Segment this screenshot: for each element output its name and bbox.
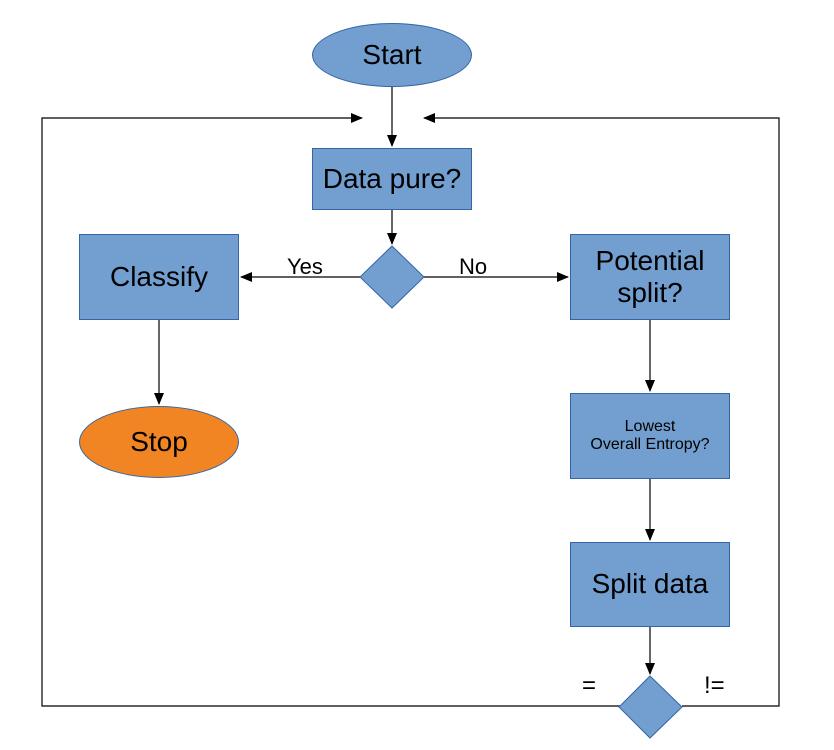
loop-decision-diamond [618, 675, 683, 739]
loop-frame [41, 113, 620, 707]
loop-frame-right [423, 113, 780, 707]
lowest-entropy-label-line1: Lowest [624, 417, 676, 435]
purity-decision-diamond [359, 245, 425, 309]
split-data-box: Split data [570, 542, 730, 627]
data-pure-box: Data pure? [312, 148, 472, 210]
data-pure-label: Data pure? [322, 162, 462, 194]
stop-node: Stop [79, 406, 239, 478]
equal-edge-label: = [582, 672, 597, 699]
yes-edge-label: Yes [287, 254, 323, 279]
start-label: Start [362, 38, 422, 70]
potential-split-label: Potential split? [595, 244, 705, 308]
no-edge-label: No [459, 254, 488, 279]
classify-label: Classify [109, 260, 208, 292]
split-data-label: Split data [591, 568, 709, 600]
start-node: Start [312, 23, 472, 87]
potential-split-box: Potential split? [570, 234, 730, 320]
not-equal-edge-label: != [704, 672, 725, 699]
lowest-entropy-label-line2: Overall Entropy? [590, 436, 710, 453]
classify-box: Classify [79, 234, 239, 320]
lowest-entropy-box: Lowest Overall Entropy? [570, 393, 730, 479]
stop-label: Stop [130, 425, 188, 457]
